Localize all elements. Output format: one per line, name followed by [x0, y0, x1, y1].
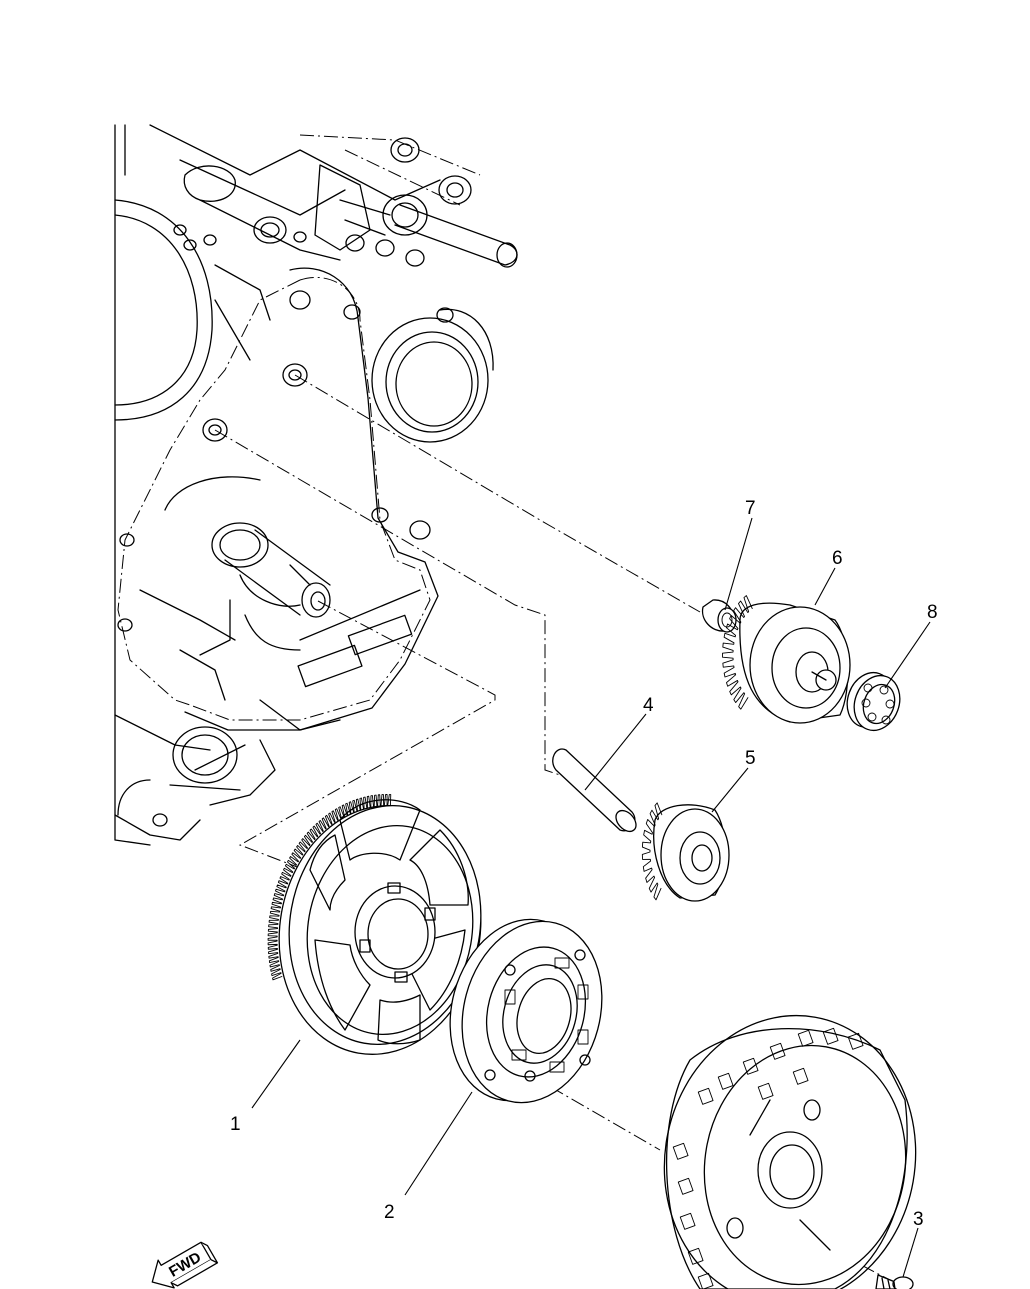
rotor-slot — [797, 1029, 814, 1047]
callout-labels: 7 6 8 4 5 1 2 3 — [230, 498, 938, 1230]
part-1-starter-wheel-gear — [267, 794, 482, 1055]
callout-7: 7 — [745, 498, 756, 519]
engine-crankcase — [114, 124, 518, 846]
callout-2: 2 — [384, 1202, 395, 1223]
rotor-slot — [717, 1072, 734, 1090]
callout-1: 1 — [230, 1114, 241, 1135]
part-3-bolt — [875, 1274, 914, 1289]
rotor-slot — [687, 1247, 704, 1265]
callout-5: 5 — [745, 748, 756, 769]
part-5-idler-gear-small — [641, 802, 730, 902]
callout-3: 3 — [913, 1209, 924, 1230]
rotor-slot — [847, 1032, 864, 1050]
rotor-slot — [677, 1177, 694, 1195]
rotor-slot — [742, 1057, 759, 1075]
generator-rotor — [663, 1014, 917, 1289]
part-8-ball-bearing — [846, 671, 901, 732]
callout-leaders — [251, 517, 931, 1278]
crankshaft-end — [211, 522, 331, 618]
rotor-slot — [757, 1082, 774, 1100]
rotor-slot — [697, 1272, 714, 1289]
rotor-slot — [697, 1087, 714, 1105]
fwd-arrow-icon: FWD — [151, 1241, 219, 1289]
gear-tooth-row — [267, 794, 392, 981]
callout-6: 6 — [832, 548, 843, 569]
crankcase-oil-seal — [371, 307, 494, 443]
callout-4: 4 — [643, 695, 654, 716]
gear-tooth-row — [722, 595, 753, 710]
rotor-slot — [822, 1027, 839, 1045]
gear-tooth-row — [641, 802, 663, 901]
part-4-idler-shaft — [552, 748, 637, 833]
rotor-slot — [672, 1142, 689, 1160]
part-2-starter-clutch — [449, 918, 603, 1104]
rotor-slot — [769, 1042, 786, 1060]
rotor-slot — [792, 1067, 809, 1085]
part-6-idler-gear — [722, 595, 851, 724]
rotor-slot — [679, 1212, 696, 1230]
callout-8: 8 — [927, 602, 938, 623]
